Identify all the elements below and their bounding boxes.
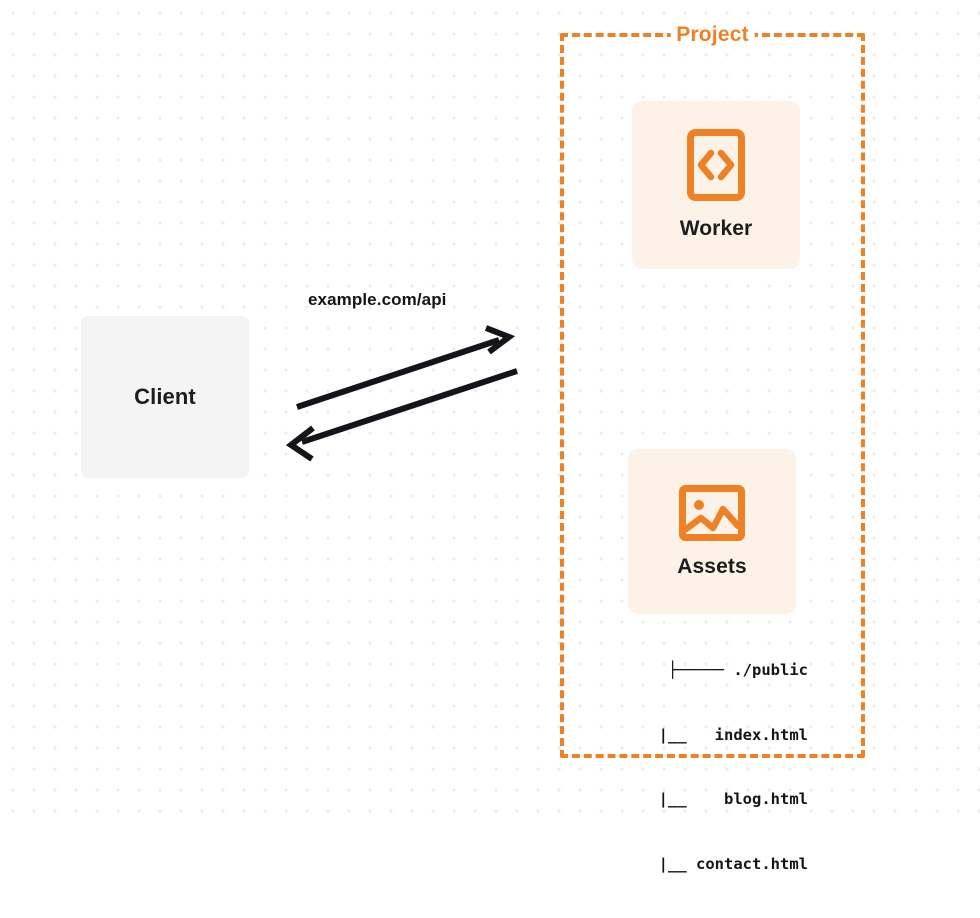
project-title: Project — [670, 23, 755, 47]
worker-label: Worker — [679, 217, 753, 240]
client-label: Client — [134, 384, 196, 409]
file-tree-row: ├───── ./public — [668, 661, 808, 679]
project-boundary: Project — [560, 23, 865, 758]
assets-card[interactable]: Assets — [628, 449, 796, 614]
code-brackets-icon — [687, 129, 745, 201]
worker-card[interactable]: Worker — [632, 101, 800, 269]
client-node[interactable]: Client — [81, 316, 249, 478]
file-tree-row: |__ index.html — [621, 725, 808, 744]
connection-label: example.com/api — [308, 290, 447, 309]
assets-label: Assets — [677, 554, 747, 578]
file-tree-row: |__ contact.html — [621, 854, 808, 873]
response-arrow — [285, 368, 518, 462]
image-icon — [679, 484, 745, 541]
assets-file-tree: ├───── ./public |__ index.html |__ blog.… — [608, 617, 808, 918]
request-arrow — [296, 325, 516, 410]
file-tree-row: |__ blog.html — [621, 790, 808, 808]
diagram-canvas: Client example.com/api Project Worker — [0, 0, 980, 873]
